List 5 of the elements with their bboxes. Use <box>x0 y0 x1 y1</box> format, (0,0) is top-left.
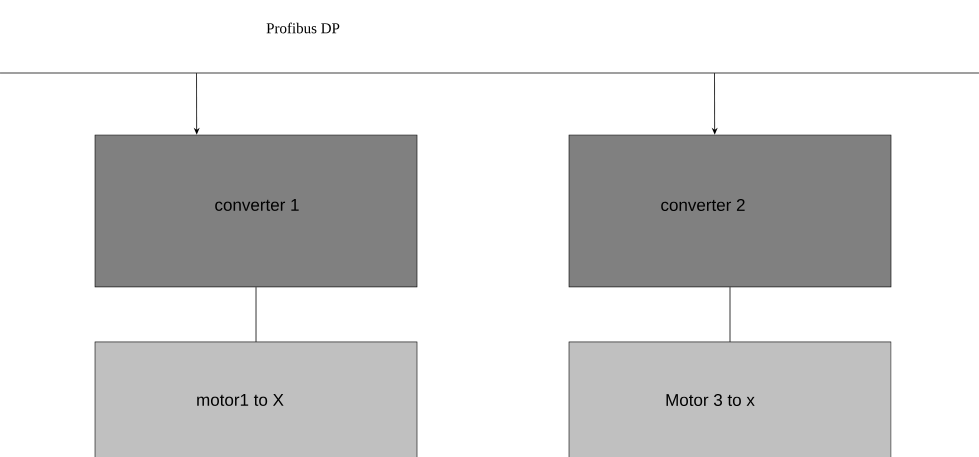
converter-box: converter 2 <box>568 134 892 288</box>
converter-box: converter 1 <box>94 134 418 288</box>
motor-box: motor1 to X <box>94 342 418 457</box>
motor-box: Motor 3 to x <box>568 342 892 457</box>
bus-label: Profibus DP <box>266 22 340 34</box>
